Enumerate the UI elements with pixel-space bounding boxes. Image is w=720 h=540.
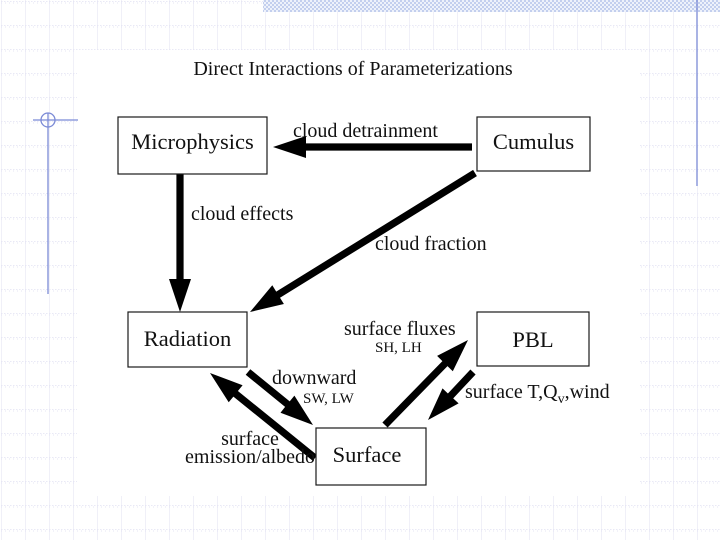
label-surface-t-qv-wind: surface T,Qv,wind [465,381,610,407]
arrow-shape [273,136,472,158]
node-label: Cumulus [493,129,574,154]
node-label: Radiation [144,326,231,351]
sublabel-sh-lh: SH, LH [375,340,422,356]
label-cloud-effects: cloud effects [191,203,294,225]
slide-title: Direct Interactions of Parameterizations [193,58,513,80]
node-box [127,311,248,368]
node-microphysics: Microphysics [117,116,268,175]
node-radiation: Radiation [127,311,248,368]
node-label: PBL [512,327,553,352]
node-box [117,116,268,175]
arrow-shape [210,373,318,461]
node-label: Microphysics [131,129,254,154]
arrow-radiation-to-surface [245,369,313,425]
arrow-surface-to-radiation [210,373,318,461]
arrow-shape [250,169,477,312]
arrow-microphysics-to-radiation [169,174,191,312]
label-main-part: surface T,Q [465,381,558,403]
left-accent-circle [40,112,56,128]
label-tail: ,wind [565,381,610,403]
label-subscript: v [558,392,565,407]
label-emission-albedo: emission/albedo [185,446,315,468]
label-surface: surface [221,428,279,450]
arrow-cumulus-to-radiation [250,169,477,312]
top-band [263,0,720,12]
arrow-shape [245,369,313,425]
arrow-surface-to-pbl [382,340,468,428]
label-cloud-fraction: cloud fraction [375,233,487,255]
arrow-shape [428,369,476,420]
arrow-pbl-to-surface [428,369,476,420]
label-surface-fluxes: surface fluxes [344,318,456,340]
left-accent-decoration [33,112,78,294]
node-pbl: PBL [476,311,590,367]
arrow-shape [382,340,468,428]
label-cloud-detrainment: cloud detrainment [293,120,438,142]
node-surface: Surface [315,427,427,486]
node-box [476,116,591,172]
node-box [315,427,427,486]
arrow-shape [169,174,191,312]
label-downward: downward [272,367,356,389]
arrow-cumulus-to-microphysics [273,136,472,158]
node-cumulus: Cumulus [476,116,591,172]
node-label: Surface [333,442,402,467]
node-box [476,311,590,367]
sublabel-sw-lw: SW, LW [303,391,355,407]
